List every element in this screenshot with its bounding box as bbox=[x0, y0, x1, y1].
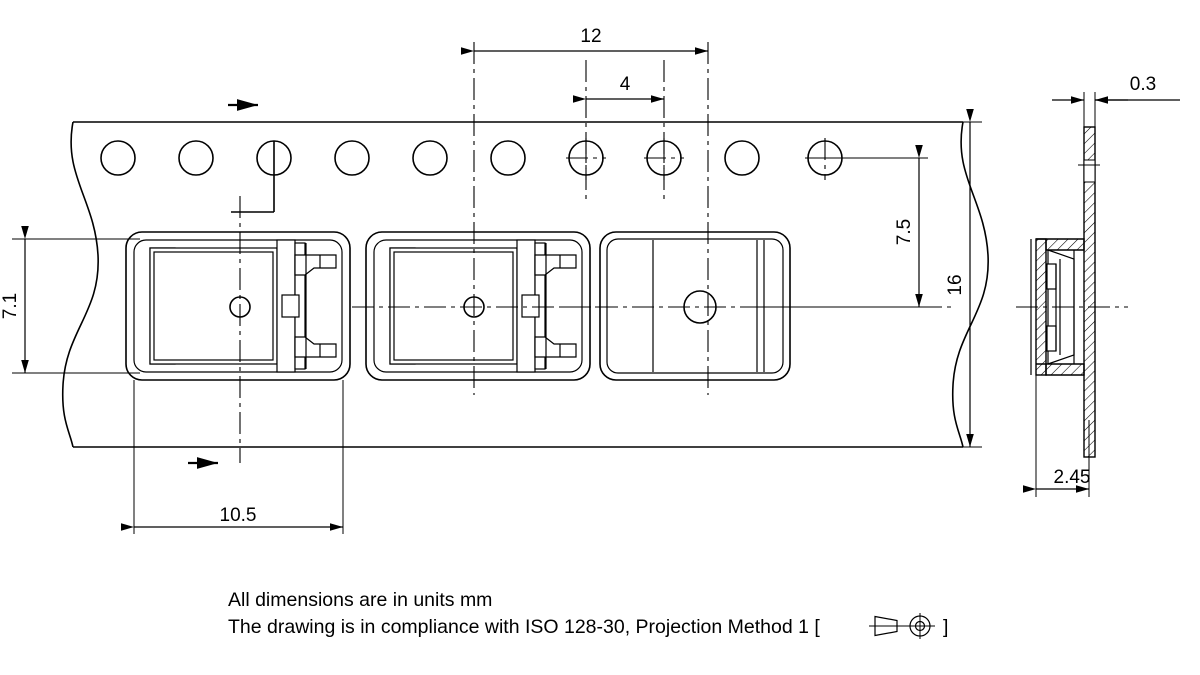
dimension-2-45: 2.45 bbox=[1023, 375, 1091, 497]
break-line-left bbox=[61, 121, 99, 448]
dimension-7-1: 7.1 bbox=[0, 226, 140, 374]
dimension-7-5: 7.5 bbox=[760, 145, 928, 308]
component-pocket-2 bbox=[365, 231, 591, 381]
dimension-4: 4 bbox=[573, 74, 664, 103]
cover-tape-strip bbox=[1083, 126, 1096, 458]
component-pocket-1 bbox=[125, 196, 351, 463]
dimension-12: 12 bbox=[461, 26, 708, 55]
component-pocket-3 bbox=[599, 231, 791, 381]
sprocket-leader-line bbox=[231, 141, 275, 213]
dimension-7-1-label: 7.1 bbox=[0, 293, 21, 319]
notes-block: All dimensions are in units mm The drawi… bbox=[228, 589, 948, 639]
dimension-7-5-label: 7.5 bbox=[894, 219, 915, 245]
dimension-2-45-label: 2.45 bbox=[1054, 467, 1091, 488]
tape-top-view bbox=[61, 42, 989, 463]
tape-section-view: 0.3 2.45 bbox=[1016, 74, 1180, 497]
dimension-0-3-label: 0.3 bbox=[1130, 74, 1156, 95]
dimension-16-label: 16 bbox=[945, 274, 966, 295]
dimension-10-5: 10.5 bbox=[121, 380, 344, 534]
dimension-4-label: 4 bbox=[620, 74, 631, 95]
note-standard: The drawing is in compliance with ISO 12… bbox=[228, 616, 820, 638]
dimension-16: 16 bbox=[940, 109, 982, 448]
dimension-10-5-label: 10.5 bbox=[220, 505, 257, 526]
dimension-0-3: 0.3 bbox=[1052, 74, 1180, 205]
note-units: All dimensions are in units mm bbox=[228, 589, 492, 611]
note-standard-close: ] bbox=[943, 616, 948, 638]
first-angle-projection-symbol bbox=[869, 613, 935, 639]
pocket-section-body bbox=[1030, 238, 1085, 376]
dimension-12-label: 12 bbox=[580, 26, 601, 47]
sprocket-hole-row bbox=[100, 138, 845, 180]
